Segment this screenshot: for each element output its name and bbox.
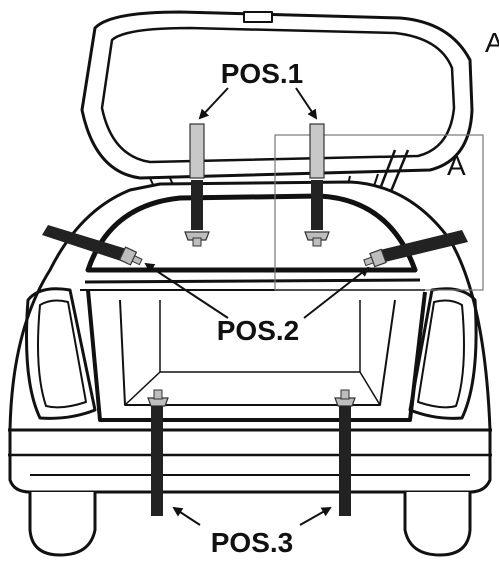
pos1-strap-right-lower	[311, 180, 323, 230]
pos1-straps	[184, 123, 330, 247]
pos2-arrow-left	[144, 262, 229, 319]
pos1-strap-left-lower	[191, 180, 203, 230]
pos3-straps	[147, 389, 356, 516]
pos3-strap-right	[339, 406, 351, 516]
pos1-bracket-right	[304, 231, 330, 241]
detail-box	[274, 134, 484, 291]
pos1-bracket-left	[184, 231, 210, 241]
pos1-strap-right-upper	[309, 123, 325, 179]
pos3-arrow-left	[172, 506, 201, 526]
pos2-strap-left	[42, 225, 130, 262]
pos3-label: POS.3	[211, 527, 293, 558]
pos2-bracket-left	[118, 246, 143, 266]
pos3-strap-left	[151, 406, 163, 516]
pos2-label: POS.2	[217, 315, 299, 346]
wheels	[28, 492, 472, 557]
pos2-straps	[42, 225, 468, 268]
pos2-strap-right	[380, 230, 468, 262]
pos1-strap-left-upper	[189, 123, 205, 179]
pos3-arrow-right	[299, 507, 332, 526]
pos1-arrow-right	[295, 87, 318, 120]
pos1-label: POS.1	[221, 58, 303, 89]
corner-letter: A	[485, 27, 499, 58]
pos1-arrow-left	[198, 87, 229, 120]
detail-letter: A	[447, 150, 466, 181]
right-wheel	[403, 492, 472, 557]
left-wheel	[28, 492, 97, 557]
pos2-bracket-right	[363, 248, 387, 268]
callout-arrows	[144, 87, 370, 526]
pos2-arrow-right	[303, 266, 370, 319]
